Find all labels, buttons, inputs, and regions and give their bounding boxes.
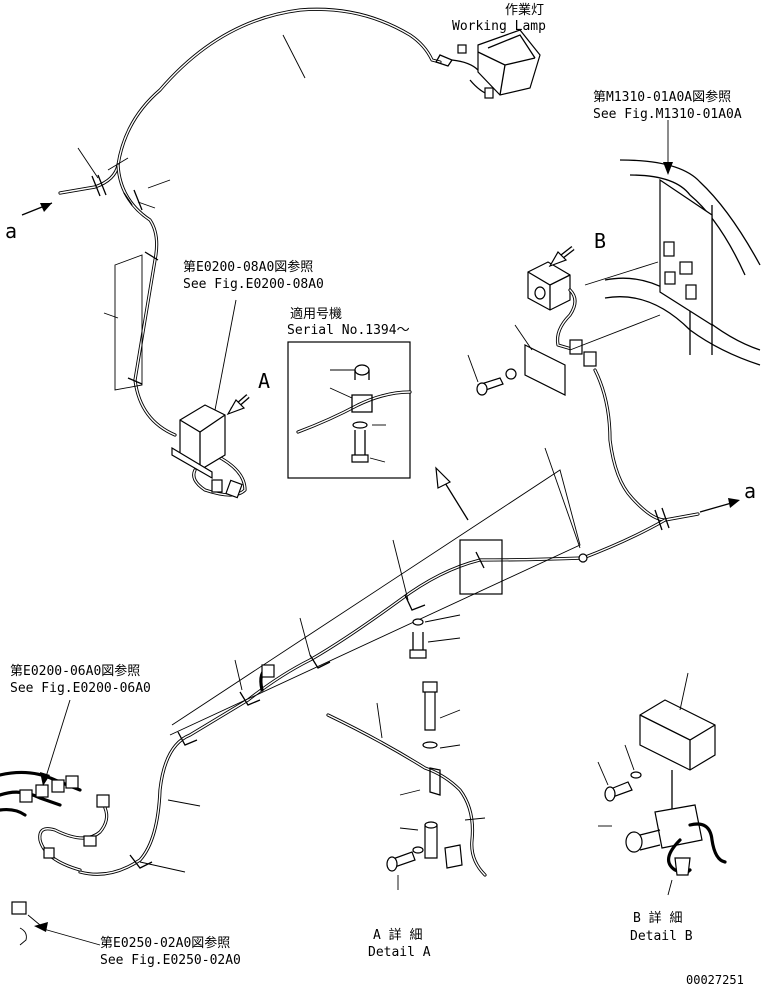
see-e0200-06-en: See Fig.E0200-06A0 (10, 681, 151, 696)
view-arrow-a (226, 394, 250, 416)
see-e0200-08-en: See Fig.E0200-08A0 (183, 277, 324, 292)
serial-label-en: Serial No.1394～ (287, 323, 410, 338)
detail-a-jp: A 詳 細 (373, 927, 422, 943)
view-mark-a-right: a (744, 479, 756, 503)
main-harness (78, 368, 700, 876)
view-arrow-b (548, 246, 575, 268)
leader-e0250 (39, 927, 101, 946)
drawing-number: 00027251 (686, 973, 744, 984)
arrow-a-right (699, 498, 740, 513)
see-e0250-jp: 第E0250-02A0図参照 (100, 935, 230, 951)
lower-left-connectors (0, 770, 110, 946)
serial-label-jp: 適用号機 (290, 306, 342, 322)
serial-inset (287, 341, 412, 479)
upper-harness (58, 7, 442, 497)
see-m1310-jp: 第M1310-01A0A図参照 (593, 89, 731, 105)
detail-b-jp: B 詳 細 (633, 910, 682, 926)
frame-rails (604, 159, 761, 366)
leader-e0200-06 (44, 699, 71, 781)
see-e0200-08-jp: 第E0200-08A0図参照 (183, 259, 313, 275)
see-m1310-en: See Fig.M1310-01A0A (593, 107, 742, 122)
connector-box-a (171, 404, 243, 499)
detail-b-en: Detail B (630, 929, 693, 944)
view-mark-b: B (594, 229, 606, 253)
leader-e0200-08 (214, 299, 237, 411)
detail-a-drawing (326, 681, 487, 890)
connector-box-b (467, 261, 661, 396)
working-lamp (435, 29, 541, 99)
working-lamp-label-jp: 作業灯 (505, 2, 544, 18)
inset-pointer-arrow (435, 466, 469, 521)
view-mark-a: A (258, 369, 270, 393)
arrow-a-left (21, 202, 53, 216)
working-lamp-label-en: Working Lamp (452, 19, 546, 34)
view-mark-a-left: a (5, 219, 17, 243)
see-e0200-06-jp: 第E0200-06A0図参照 (10, 663, 140, 679)
see-e0250-en: See Fig.E0250-02A0 (100, 953, 241, 968)
detail-a-en: Detail A (368, 945, 431, 960)
detail-b-drawing (597, 672, 727, 896)
